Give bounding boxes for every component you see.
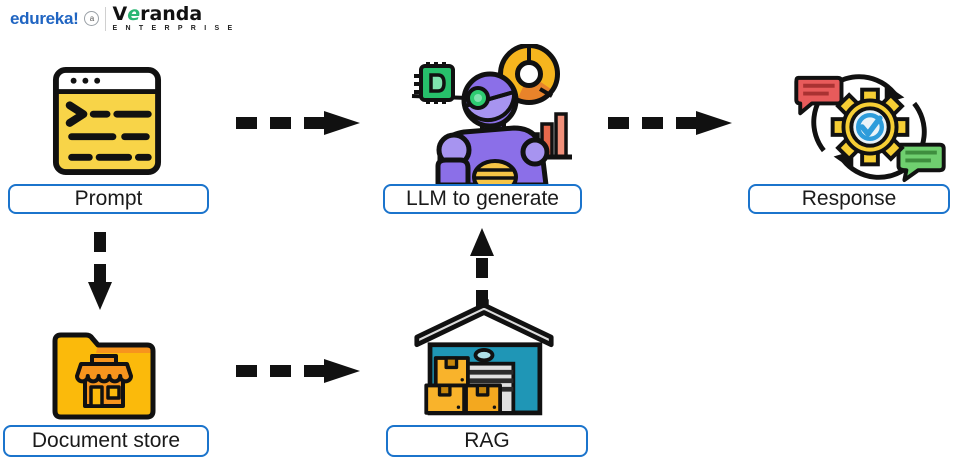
veranda-wordmark: Veranda E N T E R P R I S E bbox=[112, 3, 236, 33]
arrow-prompt-to-document-store bbox=[88, 232, 112, 310]
arrow-llm-to-response bbox=[608, 111, 732, 135]
gear-check-icon bbox=[830, 87, 910, 167]
a-badge: a bbox=[84, 11, 100, 26]
folder-store-icon bbox=[50, 326, 158, 420]
enterprise-text: E N T E R P R I S E bbox=[112, 25, 236, 32]
veranda-green-e: e bbox=[127, 3, 141, 25]
llm-node-label: LLM to generate bbox=[383, 184, 582, 214]
brand-logo: edureka! a Veranda E N T E R P R I S E bbox=[10, 3, 236, 33]
arrow-prompt-to-llm bbox=[236, 111, 360, 135]
gear-chat-sync-icon bbox=[786, 70, 953, 184]
response-label-text: Response bbox=[801, 187, 897, 210]
prompt-label-text: Prompt bbox=[74, 187, 143, 210]
rag-node-label: RAG bbox=[386, 425, 588, 457]
ai-robot-icon bbox=[402, 43, 574, 195]
prompt-node-label: Prompt bbox=[8, 184, 209, 214]
edureka-wordmark: edureka! bbox=[10, 8, 79, 28]
document-store-node-label: Document store bbox=[3, 425, 209, 457]
llm-label-text: LLM to generate bbox=[406, 187, 559, 210]
arrow-document-store-to-rag bbox=[236, 359, 360, 383]
response-node-label: Response bbox=[748, 184, 950, 214]
green-chat-bubble-icon bbox=[896, 142, 946, 183]
warehouse-icon bbox=[413, 297, 555, 419]
rag-label-text: RAG bbox=[464, 429, 510, 452]
logo-divider bbox=[105, 6, 107, 31]
arrow-rag-to-llm bbox=[470, 228, 494, 308]
terminal-window-icon bbox=[52, 66, 162, 176]
red-chat-bubble-icon bbox=[794, 75, 844, 116]
document-store-label-text: Document store bbox=[31, 429, 181, 452]
